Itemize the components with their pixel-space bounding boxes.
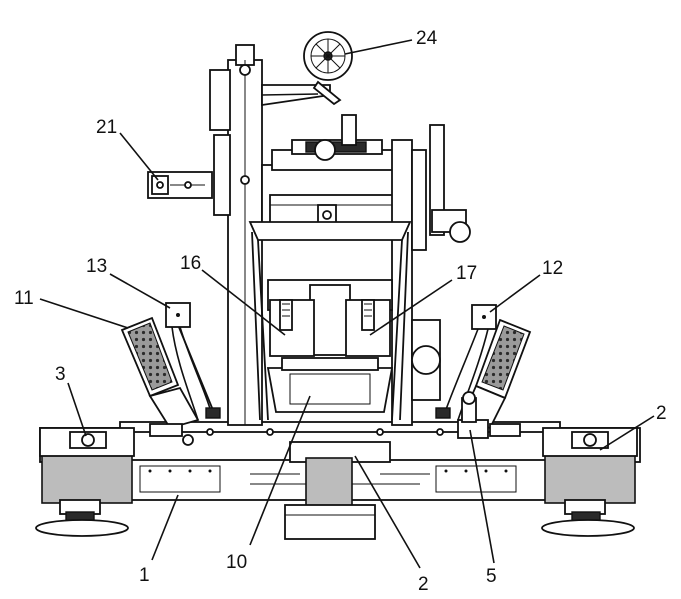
leader-lines [39,39,655,569]
callout-1: 1 [139,565,150,586]
callout-2-right: 2 [656,403,667,424]
main-column [209,44,263,426]
seat-frame [248,221,412,421]
callout-11: 11 [14,288,34,309]
left-foot-assembly [35,427,135,537]
callout-10: 10 [226,552,247,573]
leader-24 [344,39,413,55]
callout-17: 17 [456,263,477,284]
head-assembly [261,114,411,236]
leader-2b [354,455,421,569]
callout-5: 5 [486,566,497,587]
left-pedal [120,316,216,430]
callout-12: 12 [542,258,563,279]
leader-16 [201,269,286,336]
callouts: 24 21 13 16 17 12 11 3 2 1 10 2 5 [14,28,667,595]
callout-21: 21 [96,117,117,138]
callout-24: 24 [416,28,438,49]
leader-3 [67,382,87,437]
leader-5 [469,429,495,564]
leader-11 [39,298,129,329]
callout-2-bottom: 2 [418,574,429,595]
leader-10 [249,395,311,546]
lower-housing [266,357,394,413]
side-bracket [147,171,213,199]
leader-2a [599,415,655,451]
leader-17 [369,279,453,336]
callout-16: 16 [180,253,201,274]
callout-13: 13 [86,256,107,277]
rail-fittings [149,391,521,446]
right-lever [435,304,497,421]
spool-arm [261,31,353,107]
right-column [391,124,471,426]
leader-12 [489,274,541,313]
leader-1 [151,494,179,561]
leader-13 [109,273,171,309]
center-foot-assembly [284,441,391,540]
right-foot-assembly [541,427,638,537]
left-lever [165,302,221,421]
cylinder-right [345,299,391,357]
callout-3: 3 [55,364,66,385]
leader-21 [119,132,159,181]
